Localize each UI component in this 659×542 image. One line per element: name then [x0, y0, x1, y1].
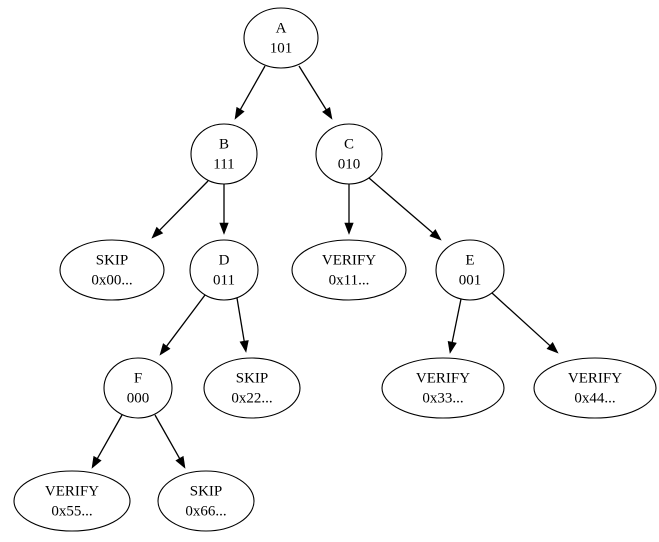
edge-f-to-verify55	[91, 414, 123, 469]
edge-line	[95, 414, 123, 461]
edge-f-to-skip66	[154, 414, 186, 469]
edge-arrowhead-icon	[322, 106, 333, 120]
edge-arrowhead-icon	[429, 229, 442, 241]
node-shape	[533, 357, 657, 419]
tree-node-verify33[interactable]: VERIFY 0x33...	[381, 357, 505, 419]
node-shape	[291, 239, 407, 301]
edge-a-to-c	[298, 65, 333, 120]
edge-line	[238, 65, 266, 112]
edge-e-to-verify44	[491, 292, 559, 354]
node-shape	[435, 239, 505, 301]
node-shape	[103, 357, 173, 419]
edge-d-to-skip22	[236, 297, 249, 353]
tree-node-skip22[interactable]: SKIP 0x22...	[203, 357, 301, 419]
node-shape	[315, 123, 383, 185]
node-label-secondary: 0x55...	[51, 503, 92, 519]
node-label-primary: SKIP	[190, 483, 223, 499]
node-label-secondary: 0x66...	[185, 503, 226, 519]
tree-node-verify55[interactable]: VERIFY 0x55...	[13, 470, 131, 532]
tree-node-e[interactable]: E 001	[435, 239, 505, 301]
node-shape	[13, 470, 131, 532]
node-label-primary: E	[465, 252, 474, 268]
node-label-secondary: 001	[459, 272, 482, 288]
edge-line	[157, 180, 209, 233]
node-label-secondary: 010	[338, 156, 361, 172]
node-label-primary: D	[219, 252, 230, 268]
node-label-secondary: 011	[213, 272, 235, 288]
edge-c-to-e	[368, 177, 442, 241]
tree-node-skip0[interactable]: SKIP 0x00...	[59, 239, 165, 301]
node-label-primary: C	[344, 136, 354, 152]
edge-arrowhead-icon	[175, 455, 186, 469]
edge-b-to-d	[219, 184, 229, 235]
tree-node-a[interactable]: A 101	[243, 7, 319, 69]
edge-c-to-verify11	[344, 184, 354, 235]
tree-node-verify11[interactable]: VERIFY 0x11...	[291, 239, 407, 301]
edge-layer	[91, 65, 559, 469]
edge-d-to-f	[159, 294, 206, 356]
node-shape	[381, 357, 505, 419]
node-shape	[203, 357, 301, 419]
edge-arrowhead-icon	[239, 340, 249, 353]
edge-arrowhead-icon	[159, 343, 171, 356]
node-label-primary: VERIFY	[322, 252, 376, 268]
edge-line	[164, 294, 206, 349]
edge-arrowhead-icon	[234, 106, 245, 120]
edge-arrowhead-icon	[151, 226, 164, 239]
edge-line	[368, 177, 435, 235]
node-label-primary: F	[134, 370, 142, 386]
tree-node-d[interactable]: D 011	[189, 239, 259, 301]
edge-arrowhead-icon	[546, 341, 559, 354]
node-shape	[243, 7, 319, 69]
node-shape	[189, 239, 259, 301]
node-label-secondary: 0x11...	[329, 272, 370, 288]
node-label-secondary: 101	[270, 40, 293, 56]
edge-e-to-verify33	[447, 298, 462, 354]
node-shape	[157, 470, 255, 532]
node-label-secondary: 0x33...	[422, 390, 463, 406]
edge-b-to-skip0	[151, 180, 209, 239]
node-label-primary: VERIFY	[416, 370, 470, 386]
tree-node-skip66[interactable]: SKIP 0x66...	[157, 470, 255, 532]
node-label-primary: A	[276, 20, 287, 36]
edge-arrowhead-icon	[344, 222, 354, 235]
node-label-primary: VERIFY	[568, 370, 622, 386]
tree-node-b[interactable]: B 111	[190, 123, 258, 185]
node-label-secondary: 0x00...	[91, 272, 132, 288]
node-label-secondary: 111	[213, 156, 234, 172]
tree-node-verify44[interactable]: VERIFY 0x44...	[533, 357, 657, 419]
edge-line	[298, 65, 328, 112]
node-label-secondary: 0x44...	[574, 390, 615, 406]
edge-arrowhead-icon	[219, 222, 229, 235]
node-label-primary: VERIFY	[45, 483, 99, 499]
node-label-primary: SKIP	[236, 370, 269, 386]
edge-line	[491, 292, 552, 348]
edge-arrowhead-icon	[91, 455, 102, 469]
node-label-primary: SKIP	[96, 252, 129, 268]
node-label-primary: B	[219, 136, 229, 152]
node-label-secondary: 0x22...	[231, 390, 272, 406]
node-shape	[190, 123, 258, 185]
node-shape	[59, 239, 165, 301]
edge-a-to-b	[234, 65, 266, 120]
edge-line	[451, 298, 462, 345]
edge-arrowhead-icon	[447, 341, 457, 354]
edge-line	[236, 297, 246, 344]
node-layer: A101B111C010SKIP0x00...D011VERIFY0x11...…	[13, 7, 657, 532]
tree-node-f[interactable]: F 000	[103, 357, 173, 419]
node-label-secondary: 000	[127, 390, 150, 406]
edge-line	[154, 414, 182, 461]
tree-node-c[interactable]: C 010	[315, 123, 383, 185]
